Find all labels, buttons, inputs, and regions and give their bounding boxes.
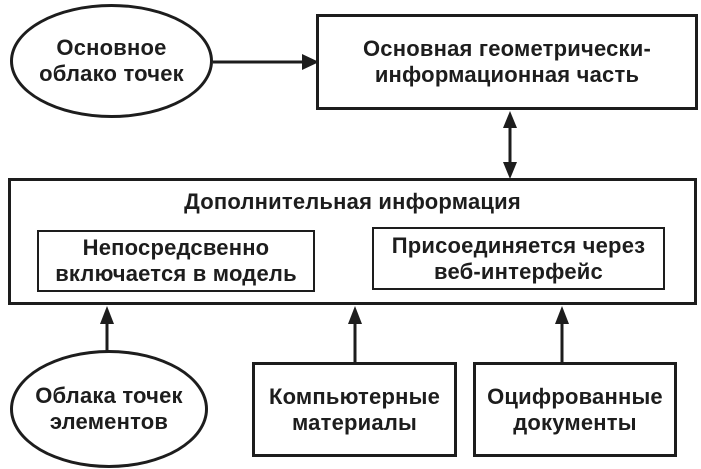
connector-main-cloud-to-main-part: [213, 54, 319, 70]
connector-elem-clouds-to-additional: [100, 306, 114, 351]
node-digitized-documents: Оцифрованные документы: [473, 362, 677, 457]
node-computer-materials: Компьютерные материалы: [252, 362, 457, 457]
node-label-line: Основная геометрически-: [363, 36, 651, 61]
node-label-line: материалы: [292, 409, 417, 435]
node-label-line: Облака точек: [35, 383, 183, 408]
node-main-point-cloud: Основное облако точек: [10, 4, 213, 118]
node-label-line: облако точек: [39, 61, 184, 86]
node-label-line: документы: [513, 409, 637, 435]
node-label-line: Непосредсвенно: [82, 235, 270, 260]
node-attached-via-web-interface: Присоединяется через веб-интерфейс: [372, 227, 665, 290]
node-label-line: Оцифрованные: [487, 383, 663, 409]
node-label-line: веб-интерфейс: [434, 258, 603, 284]
node-label-line: включается в модель: [55, 261, 297, 286]
node-label-line: элементов: [49, 409, 169, 434]
node-main-geometric-part: Основная геометрически- информационная ч…: [316, 14, 698, 110]
node-title: Дополнительная информация: [184, 189, 521, 214]
connector-documents-to-additional: [555, 306, 569, 363]
node-directly-included: Непосредсвенно включается в модель: [37, 230, 315, 292]
node-label-line: Присоединяется через: [391, 232, 646, 258]
connector-materials-to-additional: [348, 306, 362, 363]
connector-main-part-additional-double-arrow: [503, 111, 517, 179]
node-label-line: информационная часть: [374, 62, 640, 87]
node-element-point-clouds: Облака точек элементов: [10, 350, 208, 468]
node-label-line: Основное: [56, 35, 167, 60]
node-label-line: Компьютерные: [268, 383, 441, 409]
